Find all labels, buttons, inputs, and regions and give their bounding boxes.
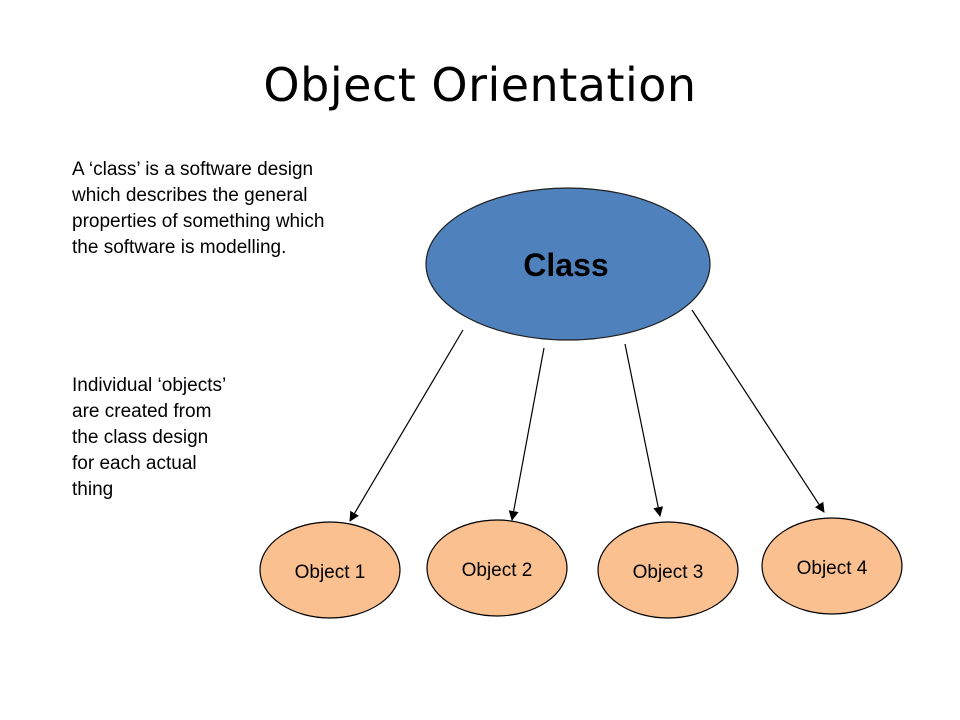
class-node-label: Class [523,247,608,283]
class-description-line: A ‘class’ is a software design [72,159,314,180]
object-node-1-label: Object 1 [295,562,366,583]
class-node [425,187,711,341]
class-description-line: the software is modelling. [72,237,287,258]
objects-description-line: thing [72,479,114,500]
object-node-1 [259,521,401,619]
object-node-4-label: Object 4 [797,558,868,579]
class-description-line: properties of something which [72,211,325,232]
objects-description-line: Individual ‘objects’ [72,375,227,396]
arrow-class-to-object-2 [508,347,545,521]
class-description-line: which describes the general [72,185,308,206]
objects-description-line: are created from [72,401,212,422]
objects-description: Individual ‘objects’ are created from th… [72,373,272,503]
arrow-class-to-object-4 [691,309,825,513]
object-node-4 [761,517,903,615]
object-node-3 [597,521,739,619]
arrow-class-to-object-1 [349,329,464,522]
arrow-class-to-object-3 [624,343,664,517]
object-node-2 [426,519,568,617]
class-description: A ‘class’ is a software design which des… [72,157,402,261]
objects-description-line: the class design [72,427,209,448]
objects-description-line: for each actual [72,453,197,474]
slide-title: Object Orientation [263,58,697,112]
object-node-3-label: Object 3 [633,562,704,583]
object-node-2-label: Object 2 [462,560,533,581]
